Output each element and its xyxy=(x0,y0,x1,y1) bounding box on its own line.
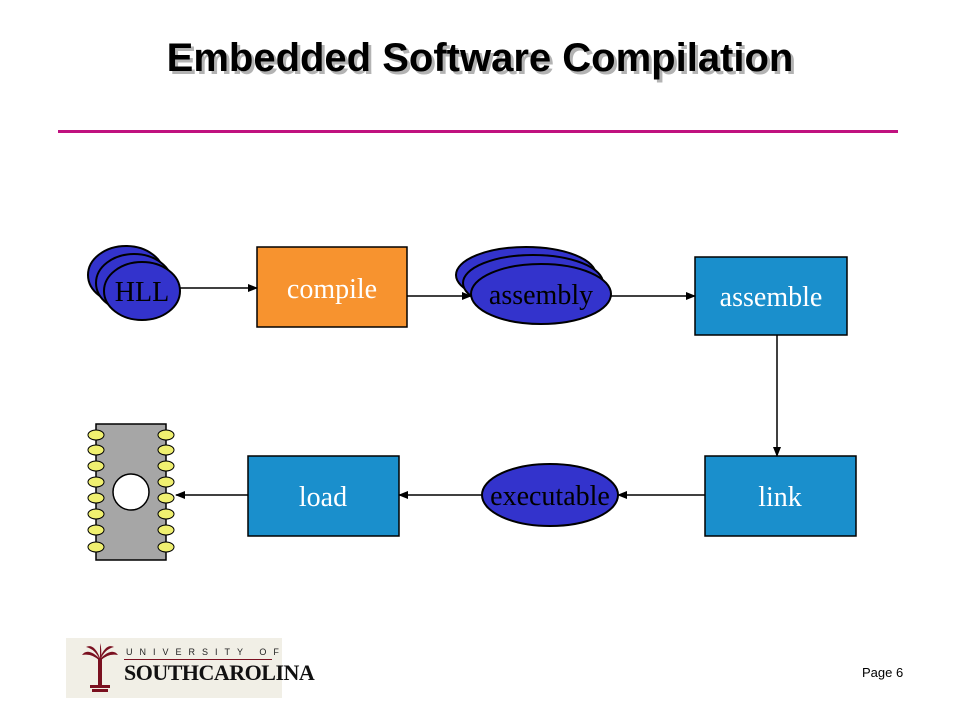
hll-label: HLL xyxy=(115,277,169,308)
compile-node: compile xyxy=(256,246,408,328)
link-node: link xyxy=(704,455,857,537)
palmetto-tree-icon xyxy=(82,643,118,692)
assembly-node: assembly xyxy=(455,246,612,325)
assembly-label: assembly xyxy=(489,280,593,311)
hll-node: HLL xyxy=(87,245,181,321)
assemble-node: assemble xyxy=(694,256,848,336)
title-underline xyxy=(58,130,898,133)
link-label: link xyxy=(758,482,802,513)
logo-text-top: UNIVERSITY OF xyxy=(126,647,286,657)
university-logo: UNIVERSITY OF SOUTHCAROLINA xyxy=(66,638,315,698)
logo-text-bottom: SOUTHCAROLINA xyxy=(124,660,315,685)
logo-divider xyxy=(124,659,272,660)
slide-title: Embedded Software Compilation xyxy=(166,36,794,80)
assemble-label: assemble xyxy=(720,282,823,313)
load-label: load xyxy=(299,482,347,513)
executable-label: executable xyxy=(490,481,610,512)
load-node: load xyxy=(247,455,400,537)
ic-chip-icon xyxy=(87,423,175,561)
page-number: Page 6 xyxy=(862,665,904,680)
executable-node: executable xyxy=(481,463,619,527)
compile-label: compile xyxy=(287,274,377,305)
